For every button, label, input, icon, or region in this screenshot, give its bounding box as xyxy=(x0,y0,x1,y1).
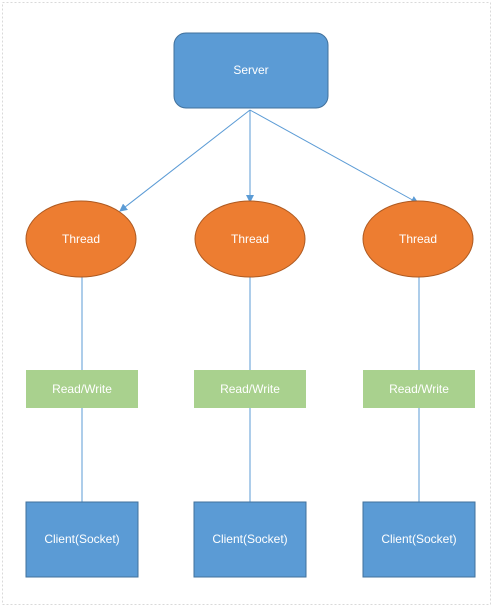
client-label-2: Client(Socket) xyxy=(212,532,287,546)
server-to-thread-3-arrow xyxy=(249,109,419,204)
client-node-3: Client(Socket) xyxy=(362,501,476,578)
thread-node-2: Thread xyxy=(194,200,306,278)
thread-label-3: Thread xyxy=(399,232,437,246)
thread-ellipse-1 xyxy=(25,200,137,278)
client-label-1: Client(Socket) xyxy=(44,532,119,546)
readwrite-label-3: Read/Write xyxy=(389,382,449,396)
client-label-3: Client(Socket) xyxy=(381,532,456,546)
thread-node-3: Thread xyxy=(362,200,474,278)
thread-label-2: Thread xyxy=(231,232,269,246)
readwrite-node-1: Read/Write xyxy=(26,370,138,408)
readwrite-label-1: Read/Write xyxy=(52,382,112,396)
readwrite-box-3 xyxy=(363,370,475,408)
readwrite-box-2 xyxy=(194,370,306,408)
client-box-1 xyxy=(25,501,139,578)
thread-ellipse-2 xyxy=(194,200,306,278)
readwrite-label-2: Read/Write xyxy=(220,382,280,396)
server-label: Server xyxy=(233,63,268,77)
thread-label-1: Thread xyxy=(62,232,100,246)
server-box xyxy=(173,32,329,109)
thread-node-1: Thread xyxy=(25,200,137,278)
readwrite-node-3: Read/Write xyxy=(363,370,475,408)
server-to-thread-1-arrow xyxy=(119,109,251,212)
client-box-3 xyxy=(362,501,476,578)
thread-ellipse-3 xyxy=(362,200,474,278)
readwrite-node-2: Read/Write xyxy=(194,370,306,408)
readwrite-box-1 xyxy=(26,370,138,408)
server-node: Server xyxy=(173,32,329,109)
client-box-2 xyxy=(193,501,307,578)
client-node-1: Client(Socket) xyxy=(25,501,139,578)
client-node-2: Client(Socket) xyxy=(193,501,307,578)
